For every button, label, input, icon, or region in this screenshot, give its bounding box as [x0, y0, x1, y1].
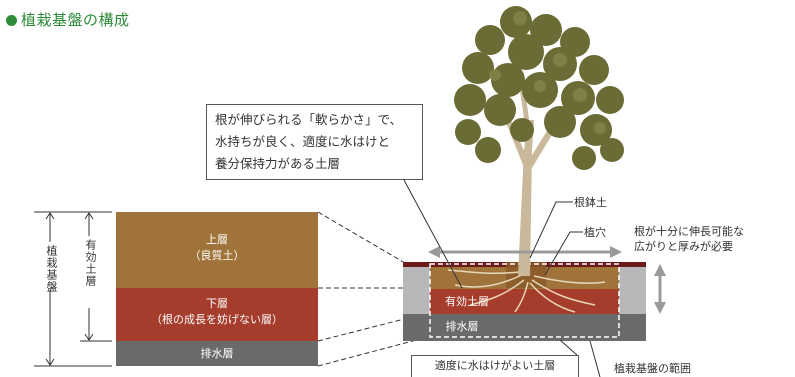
drain-layer-band — [116, 341, 318, 366]
lower-layer-label: 下層 （根の成長を妨げない層） — [151, 297, 283, 326]
spread-arrow — [428, 246, 622, 258]
effective-soil-label: 有効土層 — [84, 239, 97, 287]
effective-layer-right-label: 有効土層 — [445, 295, 489, 308]
drain-layer-right-label: 排水層 — [445, 320, 479, 333]
drain-layer-label: 排水層 — [200, 347, 234, 360]
bullet-icon — [6, 15, 17, 26]
depth-arrow — [654, 264, 666, 314]
side-soil-left — [403, 267, 430, 314]
page-title: 植栽基盤の構成 — [6, 9, 130, 30]
roots — [447, 269, 606, 313]
root-ball-label: 根鉢土 — [574, 196, 607, 209]
upper-layer-label: 上層 （良質土） — [189, 233, 245, 262]
foundation-label: 植栽基盤 — [45, 245, 58, 293]
planting-range-label: 植栽基盤の範囲 — [614, 362, 691, 375]
tree-highlights — [489, 11, 606, 134]
drain-note-box: 適度に水はけがよい土層 — [411, 355, 579, 377]
upper-layer-band — [116, 212, 318, 288]
planting-range-box — [429, 263, 620, 338]
spread-note: 根が十分に伸長可能な 広がりと厚みが必要 — [634, 225, 744, 253]
planting-hole-label: 植穴 — [584, 226, 606, 239]
side-soil-right — [619, 267, 646, 314]
leader-lines — [403, 179, 601, 377]
foundation-dimension — [34, 211, 112, 367]
soil-description-callout: 根が伸びられる「軟らかさ」で、 水持ちが良く、適度に水はけと 養分保持力がある土… — [206, 104, 423, 180]
connector-lines — [317, 211, 430, 367]
lower-layer-band — [116, 288, 318, 341]
